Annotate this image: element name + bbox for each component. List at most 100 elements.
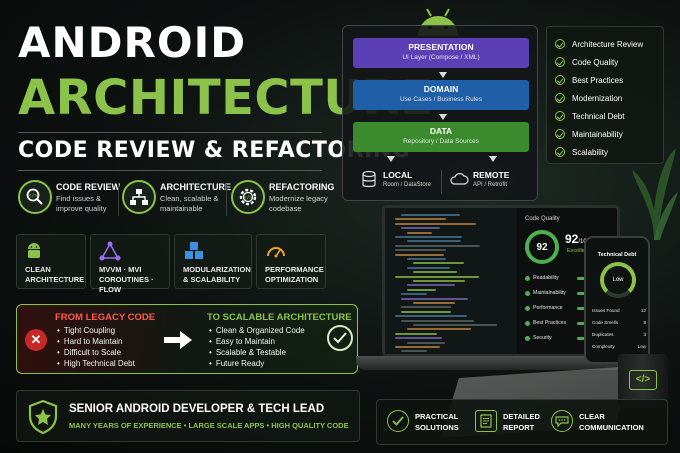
code-line <box>395 315 467 318</box>
tech-label: MODULARIZATION <box>183 265 251 274</box>
code-line <box>395 253 444 256</box>
source-name: REMOTE <box>473 170 510 180</box>
layer-name: DATA <box>429 126 453 136</box>
x-mark-icon: ✕ <box>25 329 47 351</box>
legacy-item: Hard to Maintain <box>57 336 135 347</box>
feature-separator <box>226 184 227 216</box>
cloud-icon <box>450 173 469 185</box>
services-checklist: Architecture Review Code Quality Best Pr… <box>546 26 664 164</box>
feature-desc: Find issues & improve quality <box>56 194 107 213</box>
layer-name: PRESENTATION <box>408 42 474 52</box>
layer-domain: DOMAIN Use Cases / Business Rules <box>353 80 529 110</box>
check-icon <box>555 111 565 121</box>
source-local: LOCAL Room / DataStore <box>357 168 437 196</box>
tech-label: COROUTINES · FLOW <box>99 274 154 294</box>
scalable-item: Easy to Maintain <box>209 336 305 347</box>
feature-separator <box>118 184 119 216</box>
code-line <box>407 258 446 260</box>
senior-title: SENIOR ANDROID DEVELOPER & TECH LEAD <box>69 403 325 415</box>
svg-text:</>: </> <box>243 195 252 201</box>
code-line <box>407 341 445 344</box>
legacy-item: Tight Coupling <box>57 325 135 336</box>
code-line <box>395 236 462 238</box>
check-icon <box>555 147 565 157</box>
source-remote: REMOTE API / Retrofit <box>447 168 527 196</box>
tech-label: & SCALABILITY <box>183 274 241 284</box>
code-line <box>413 280 465 282</box>
code-line <box>413 262 464 265</box>
code-line <box>395 275 479 278</box>
code-line <box>401 293 427 296</box>
feature-title: CODE REVIEW <box>56 182 121 192</box>
phone-header: Technical Debt <box>597 252 637 258</box>
code-line <box>401 297 468 300</box>
code-line <box>407 284 455 287</box>
code-line <box>395 244 480 247</box>
layer-data: DATA Repository / Data Sources <box>353 122 529 152</box>
tech-label: OPTIMIZATION <box>265 274 319 284</box>
feature-architecture: ARCHITECTURE Clean, scalable & maintaina… <box>122 180 231 222</box>
legacy-comparison: ✕ FROM LEGACY CODE Tight Coupling Hard t… <box>16 304 358 374</box>
tech-mvvm-mvi: MVVM · MVI COROUTINES · FLOW <box>90 234 170 294</box>
quality-ring: 92 <box>525 230 559 264</box>
plant-decoration <box>628 140 680 240</box>
check-badge-icon <box>387 410 409 432</box>
feature-title: REFACTORING <box>269 182 335 192</box>
code-line <box>401 227 440 230</box>
panel-header: Code Quality <box>525 216 560 222</box>
scalable-item: Scalable & Testable <box>209 347 305 358</box>
tech-performance: PERFORMANCE OPTIMIZATION <box>256 234 326 289</box>
code-line <box>407 266 450 269</box>
cubes-icon <box>183 241 243 261</box>
legacy-list: Tight Coupling Hard to Maintain Difficul… <box>57 325 135 369</box>
tech-label: MVVM · MVI <box>99 265 142 274</box>
feature-desc: Modernize legacy codebase <box>269 194 328 213</box>
code-line <box>395 332 437 335</box>
layer-desc: UI Layer (Compose / XML) <box>402 54 480 61</box>
shield-star-icon <box>27 399 59 440</box>
checklist-item: Code Quality <box>555 53 655 71</box>
architecture-diagram: PRESENTATION UI Layer (Compose / XML) DO… <box>342 25 538 201</box>
code-line <box>395 218 446 221</box>
code-line <box>401 310 451 313</box>
laptop-screen: Code Quality 92 92/100 Excellent Readabi… <box>382 205 620 357</box>
tech-label: ARCHITECTURE <box>25 274 85 284</box>
checklist-item: Best Practices <box>555 71 655 89</box>
legacy-heading: FROM LEGACY CODE <box>55 312 156 323</box>
senior-banner: SENIOR ANDROID DEVELOPER & TECH LEAD MAN… <box>16 390 360 442</box>
chat-bubble-icon <box>551 410 573 432</box>
scalable-item: Clean & Organized Code <box>209 325 305 336</box>
legacy-item: Difficult to Scale <box>57 347 135 358</box>
debt-gauge: Low <box>600 262 636 298</box>
check-icon <box>555 75 565 85</box>
code-editor <box>385 208 517 354</box>
triangle-network-icon <box>99 241 161 261</box>
tech-clean-architecture: CLEAN ARCHITECTURE <box>16 234 86 289</box>
arrow-down-icon <box>489 156 497 162</box>
source-desc: API / Retrofit <box>473 182 508 188</box>
feature-title: ARCHITECTURE <box>160 182 231 192</box>
checklist-item: Maintainability <box>555 125 655 143</box>
android-robot-icon <box>25 241 77 261</box>
scalable-heading: TO SCALABLE ARCHITECTURE <box>207 312 352 323</box>
title-android: ANDROID <box>18 18 247 67</box>
check-icon <box>555 93 565 103</box>
hierarchy-icon <box>122 180 156 214</box>
feature-code-review: </> CODE REVIEW Find issues & improve qu… <box>18 180 122 222</box>
check-circle-icon <box>327 325 353 351</box>
code-line <box>413 271 457 274</box>
check-icon <box>555 57 565 67</box>
arrow-right-icon <box>163 329 193 356</box>
checklist-item: Scalability <box>555 143 655 161</box>
document-icon <box>475 410 497 432</box>
code-brackets-icon: </> <box>629 370 657 390</box>
code-line <box>401 319 474 322</box>
title-divider-top <box>18 132 322 133</box>
checklist-item: Architecture Review <box>555 35 655 53</box>
scalable-list: Clean & Organized Code Easy to Maintain … <box>209 325 305 369</box>
magnifier-code-icon: </> <box>18 180 52 214</box>
